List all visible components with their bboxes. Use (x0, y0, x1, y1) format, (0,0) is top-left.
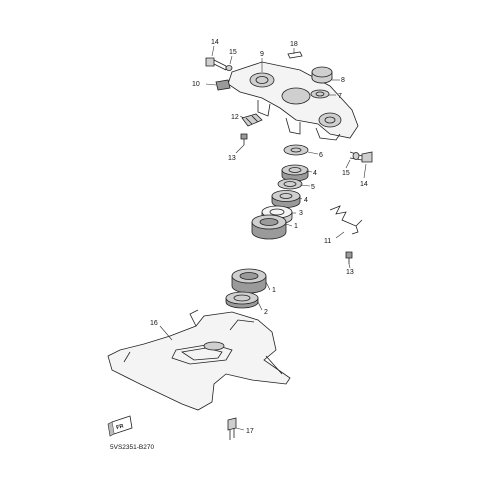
leader-lines (159, 45, 367, 431)
callout-13-lower: 13 (346, 269, 354, 276)
callout-6: 6 (319, 152, 323, 159)
seal-2 (225, 291, 259, 309)
callout-7: 7 (338, 93, 342, 100)
callout-15-upper: 15 (229, 49, 237, 56)
bearing-1-upper (251, 214, 287, 240)
washer-6 (283, 144, 309, 156)
ring-nut-4-lower (271, 190, 301, 208)
callout-4-upper: 4 (313, 170, 317, 177)
washer-15-lower (352, 152, 360, 160)
callout-1-upper: 1 (294, 223, 298, 230)
callout-1-lower: 1 (272, 287, 276, 294)
callout-16: 16 (150, 320, 158, 327)
callout-9: 9 (260, 51, 264, 58)
front-direction-badge: FR (107, 415, 133, 437)
front-direction-label: FR (116, 423, 125, 431)
callout-5: 5 (311, 184, 315, 191)
ring-nut-4-upper (281, 164, 309, 182)
upper-bracket (227, 61, 359, 141)
callout-17: 17 (246, 428, 254, 435)
callout-2: 2 (264, 309, 268, 316)
cap-nut-8 (311, 66, 333, 84)
plate-18 (287, 51, 303, 59)
callout-13-upper: 13 (228, 155, 236, 162)
callout-11: 11 (324, 238, 331, 245)
washer-15-upper (225, 65, 233, 71)
bolt-14-upper (205, 57, 227, 71)
callout-14-lower: 14 (360, 181, 368, 188)
wire-clip-11 (329, 205, 363, 235)
screw-13-upper (240, 133, 248, 145)
bolt-17 (227, 417, 237, 440)
callout-4-lower: 4 (304, 197, 308, 204)
screw-13-lower (345, 251, 353, 264)
clamp-12 (241, 113, 263, 127)
callout-14-upper: 14 (211, 39, 219, 46)
callout-12: 12 (231, 114, 239, 121)
washer-7 (310, 89, 330, 99)
callout-3: 3 (299, 210, 303, 217)
bearing-1-lower (231, 268, 267, 294)
cap-10 (215, 79, 231, 91)
callout-8: 8 (341, 77, 345, 84)
washer-5 (277, 178, 303, 190)
callout-10: 10 (192, 81, 200, 88)
diagram-code: 5VS2351-B270 (110, 444, 154, 451)
under-bracket-16 (107, 309, 291, 411)
callout-15-lower: 15 (342, 170, 350, 177)
callout-18: 18 (290, 41, 298, 48)
